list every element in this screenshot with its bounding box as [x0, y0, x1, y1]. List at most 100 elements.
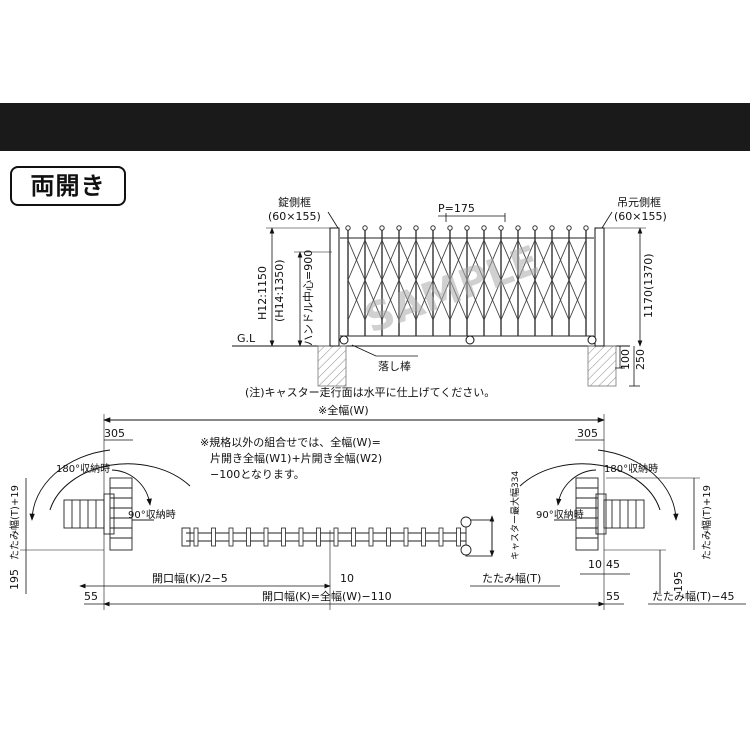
left-foundation [317, 345, 347, 387]
dim-10-right: 10 [588, 558, 602, 571]
caster-right [587, 335, 597, 345]
swing-180-left: 180°収納時 [56, 462, 110, 475]
right-folded-gate-180 [554, 477, 607, 551]
lattice-link [534, 239, 553, 281]
hang-frame-label: 吊元側框 [617, 196, 661, 209]
pitch-label: P=175 [438, 202, 475, 215]
plan-bar [211, 527, 216, 547]
dim-305-left: 305 [104, 427, 125, 440]
caster-left [339, 335, 349, 345]
lattice-link [347, 279, 366, 321]
title-banner [0, 103, 750, 151]
page-title: 寸法図（単位mm） [256, 10, 493, 38]
lattice-link [483, 279, 502, 321]
lattice-link [568, 239, 587, 281]
lattice-link [551, 279, 570, 321]
plan-bars [193, 527, 461, 547]
open-half-label: 開口幅(K)/2−5 [152, 572, 228, 585]
lattice-link [534, 279, 553, 321]
lattice-link [483, 239, 502, 281]
elevation-view: G.L SAMPLE 錠側框 (60×155) 吊元側框 (60×155) P=… [232, 195, 667, 399]
lattice-bar-top [583, 225, 589, 231]
center-gate-end [460, 516, 493, 557]
lattice-link [381, 239, 400, 281]
dim-195-left: 195 [8, 569, 21, 590]
caster-max-width: キャスター最大幅334 [509, 471, 521, 560]
lattice-link [398, 239, 417, 281]
left-folded-gate-90 [63, 499, 105, 529]
hang-frame-size: (60×155) [614, 210, 667, 223]
h14-label: (H14:1350) [273, 259, 286, 322]
lattice-link [432, 279, 451, 321]
swing-180-right: 180°収納時 [604, 462, 658, 475]
lattice-bar-top [396, 225, 402, 231]
dim-195-right: 195 [672, 571, 685, 592]
plan-bar [193, 527, 199, 547]
lock-side-post [329, 227, 340, 347]
fold-width-t: たたみ幅(T) [482, 572, 541, 585]
drop-bar-label: 落し棒 [378, 359, 411, 373]
handle-center-label: ハンドル中心=900 [302, 250, 315, 346]
lattice-link [364, 239, 383, 281]
fold-width-t19-left: たたみ幅(T)+19 [8, 485, 21, 560]
opening-label: 開口幅(K)=全幅(W)−110 [262, 589, 392, 603]
plan-bar [368, 527, 374, 547]
right-folded-gate-90 [603, 499, 645, 529]
elevation-note: (注)キャスター走行面は水平に仕上げてください。 [245, 385, 495, 399]
lattice-bar-top [430, 225, 436, 231]
lattice-link [568, 279, 587, 321]
plan-bar [421, 527, 426, 547]
lattice-link [364, 279, 383, 321]
plan-bar [351, 527, 356, 547]
plan-bar [263, 527, 269, 547]
lattice-bar-top [498, 225, 504, 231]
lattice-link [551, 239, 570, 281]
dim-55-left: 55 [84, 590, 98, 603]
full-width-label: ※全幅(W) [318, 403, 369, 417]
swing-90-left: 90°収納時 [128, 508, 176, 521]
plan-bar [228, 527, 234, 547]
plan-bar [333, 527, 339, 547]
plan-note-line1: ※規格以外の組合せでは、全幅(W)= [200, 435, 381, 449]
lattice-link [415, 239, 434, 281]
caster-mid [465, 335, 475, 345]
lattice-crosses [347, 239, 587, 321]
lattice-bar-top [532, 225, 538, 231]
lattice-bar-top [413, 225, 419, 231]
dim-10-center: 10 [340, 572, 354, 585]
lock-frame-size: (60×155) [268, 210, 321, 223]
lattice-link [500, 279, 519, 321]
h12-label: H12:1150 [256, 266, 269, 320]
right-foundation [587, 345, 617, 387]
lattice-link [466, 279, 485, 321]
lattice-bar-top [566, 225, 572, 231]
plan-note-line2: 片開き全幅(W1)+片開き全幅(W2) [210, 451, 382, 465]
lattice-link [449, 239, 468, 281]
right-height-label: 1170(1370) [642, 253, 655, 318]
fold-width-t19-right: たたみ幅(T)+19 [700, 485, 713, 560]
embed-100: 100 [619, 349, 632, 370]
lattice-link [517, 239, 536, 281]
plan-bar [298, 527, 304, 547]
embed-250: 250 [634, 349, 647, 370]
plan-bar [456, 527, 461, 547]
lattice-link [347, 239, 366, 281]
fold-minus-45: たたみ幅(T)−45 [652, 590, 735, 603]
plan-bar [281, 527, 286, 547]
plan-view: ※全幅(W) ※規格以外の組合せでは、全幅(W)= 片開き全幅(W1)+片開き全… [8, 403, 746, 610]
lattice-link [449, 279, 468, 321]
lattice-bar-top [345, 225, 351, 231]
left-folded-gate-180 [103, 477, 154, 551]
swing-90-right: 90°収納時 [536, 508, 584, 521]
dim-55-right: 55 [606, 590, 620, 603]
lock-frame-label: 錠側框 [278, 195, 311, 209]
dim-45: 45 [606, 558, 620, 571]
lattice-bars [345, 225, 589, 336]
double-swing-badge: 両開き [10, 166, 126, 206]
plan-note-line3: −100となります。 [210, 468, 305, 481]
lattice-link [381, 279, 400, 321]
dim-305-right: 305 [577, 427, 598, 440]
lattice-bar-top [515, 225, 521, 231]
lattice-bar-top [481, 225, 487, 231]
